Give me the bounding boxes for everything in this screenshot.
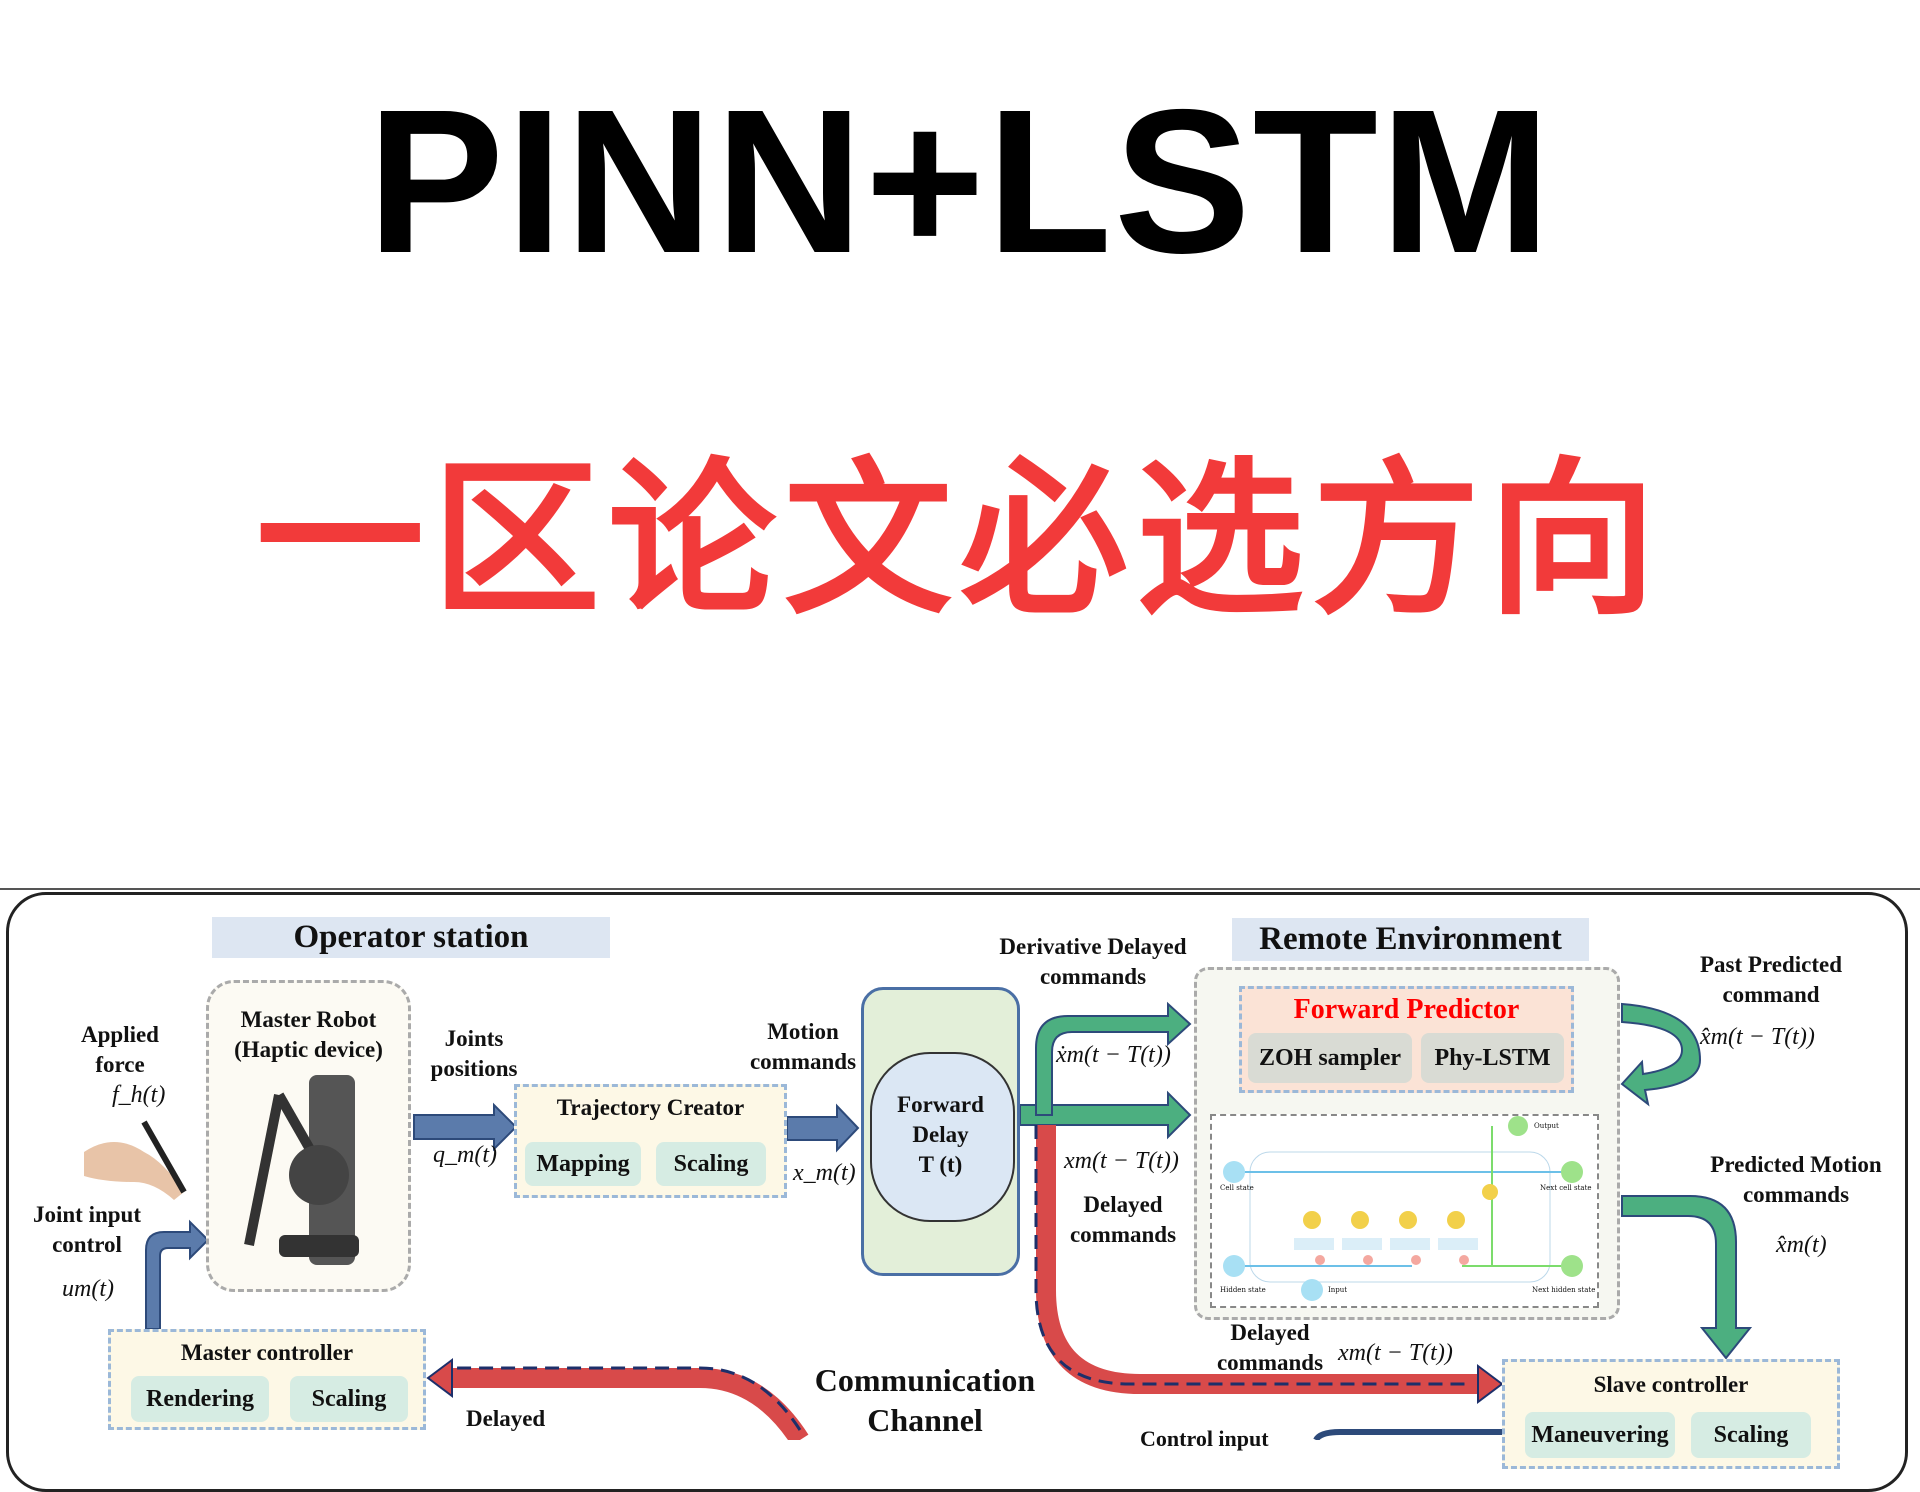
trajectory-creator-label: Trajectory Creator — [556, 1095, 745, 1120]
delayed-commands-label: Delayed commands — [1058, 1190, 1188, 1250]
master-controller-label: Master controller — [180, 1340, 354, 1365]
delayed-commands-bottom-line: commands — [1216, 1350, 1324, 1375]
xdot-symbol: ẋm(t − T(t)) — [1056, 1042, 1171, 1068]
cloud-icon — [870, 1052, 1015, 1222]
hand-image — [84, 1112, 194, 1204]
arrow-derivative — [1035, 1001, 1192, 1116]
slave-scaling-block: Scaling — [1691, 1412, 1811, 1458]
predicted-motion-label: Predicted Motion commands — [1690, 1150, 1902, 1210]
motion-commands-label: Motion commands — [738, 1017, 868, 1077]
past-predicted-line: Past Predicted — [1699, 952, 1842, 977]
forward-predictor-label: Forward Predictor — [1293, 994, 1520, 1025]
past-predicted-label: Past Predicted command — [1676, 950, 1866, 1010]
arrow-joint-input — [145, 1219, 210, 1330]
arrow-past-predicted — [1620, 1002, 1702, 1107]
slave-controller-label: Slave controller — [1593, 1372, 1749, 1397]
arrow-delayed-to-slave-dash — [1034, 1125, 1468, 1386]
forward-delay-line: T (t) — [918, 1152, 963, 1177]
master-robot-box: Master Robot (Haptic device) — [206, 980, 411, 1292]
joints-positions-line: Joints — [444, 1026, 504, 1051]
delayed-bottom-label: Delayed — [466, 1406, 546, 1431]
arrow-delayed-to-master — [452, 1368, 809, 1440]
page-subtitle: 一区论文必选方向 — [256, 442, 1664, 638]
lstm-output: Output — [1534, 1122, 1559, 1130]
arrow-delayed-to-master-head — [426, 1358, 453, 1398]
remote-environment-label: Remote Environment — [1232, 918, 1589, 961]
x-symbol: x_m(t) — [793, 1160, 856, 1186]
predicted-motion-line: commands — [1742, 1182, 1850, 1207]
master-scaling-block: Scaling — [290, 1376, 408, 1422]
derivative-delayed-label: Derivative Delayed commands — [970, 932, 1216, 992]
predicted-symbol: x̂m(t) — [1776, 1232, 1827, 1258]
arrow-joints — [413, 1102, 518, 1152]
divider — [0, 888, 1920, 890]
past-predicted-symbol: x̂m(t − T(t)) — [1700, 1024, 1815, 1050]
lstm-cell-icon — [1223, 1116, 1583, 1301]
haptic-device-icon — [244, 1075, 359, 1265]
forward-predictor-box: Forward Predictor ZOH sampler Phy-LSTM — [1239, 986, 1574, 1093]
arrow-delayed-to-slave-head — [1477, 1364, 1504, 1404]
page-title: PINN+LSTM — [367, 67, 1553, 296]
applied-force-label: Applied force — [62, 1020, 178, 1080]
joints-positions-line: positions — [430, 1056, 518, 1081]
predicted-motion-line: Predicted Motion — [1710, 1152, 1882, 1177]
master-robot-label: Master Robot (Haptic device) — [209, 1005, 408, 1065]
delayed-commands-line: Delayed — [1083, 1192, 1163, 1217]
scaling-block: Scaling — [656, 1142, 766, 1186]
trajectory-creator-box: Trajectory Creator Mapping Scaling — [514, 1084, 787, 1198]
motion-commands-line: commands — [749, 1049, 857, 1074]
arrow-motion — [786, 1103, 860, 1153]
arrow-predicted-motion — [1621, 1195, 1753, 1360]
slave-controller-box: Slave controller Maneuvering Scaling — [1502, 1359, 1840, 1469]
maneuvering-block: Maneuvering — [1525, 1412, 1675, 1458]
joint-input-control-line: control — [52, 1232, 122, 1257]
diagram-arrows — [145, 1001, 1753, 1440]
operator-station-label: Operator station — [212, 917, 610, 958]
derivative-delayed-line: Derivative Delayed — [999, 934, 1187, 959]
lstm-cell-state: Cell state — [1220, 1184, 1254, 1192]
arrow-delayed-to-master-dash — [452, 1366, 802, 1431]
phy-lstm-block: Phy-LSTM — [1421, 1033, 1564, 1083]
u-symbol: um(t) — [62, 1276, 114, 1302]
mapping-block: Mapping — [525, 1142, 641, 1186]
x-delayed-bottom-symbol: xm(t − T(t)) — [1338, 1340, 1453, 1366]
lstm-next-cell-state: Next cell state — [1540, 1184, 1592, 1192]
forward-delay-line: Delay — [912, 1122, 969, 1147]
forward-delay-line: Forward — [897, 1092, 984, 1117]
master-robot-line: (Haptic device) — [234, 1037, 383, 1062]
x-delayed-symbol: xm(t − T(t)) — [1064, 1148, 1179, 1174]
q-symbol: q_m(t) — [433, 1142, 497, 1168]
joint-input-control-label: Joint input control — [18, 1200, 156, 1260]
control-input-label: Control input — [1140, 1426, 1269, 1451]
rendering-block: Rendering — [131, 1376, 269, 1422]
zoh-sampler-block: ZOH sampler — [1248, 1033, 1412, 1083]
lstm-next-hidden-state: Next hidden state — [1532, 1286, 1596, 1294]
master-controller-box: Master controller Rendering Scaling — [108, 1329, 426, 1430]
joint-input-control-line: Joint input — [32, 1202, 141, 1227]
lstm-hidden-state: Hidden state — [1220, 1286, 1266, 1294]
past-predicted-line: command — [1722, 982, 1820, 1007]
motion-commands-line: Motion — [767, 1019, 839, 1044]
applied-force-line: force — [95, 1052, 145, 1077]
hand-with-stylus-icon — [84, 1120, 187, 1200]
applied-force-symbol: f_h(t) — [112, 1082, 166, 1108]
communication-channel-line: Communication — [814, 1362, 1036, 1398]
joints-positions-label: Joints positions — [419, 1024, 529, 1084]
lstm-input: Input — [1328, 1286, 1348, 1294]
delayed-commands-line: commands — [1069, 1222, 1177, 1247]
master-robot-line: Master Robot — [240, 1007, 377, 1032]
applied-force-line: Applied — [81, 1022, 159, 1047]
delayed-commands-bottom-line: Delayed — [1230, 1320, 1310, 1345]
derivative-delayed-line: commands — [1039, 964, 1147, 989]
delayed-commands-bottom-label: Delayed commands — [1200, 1318, 1340, 1378]
lstm-cell-diagram: Cell state Next cell state Hidden state … — [1210, 1114, 1599, 1308]
arrow-control-input — [1313, 1429, 1502, 1440]
communication-channel-line: Channel — [867, 1402, 983, 1438]
